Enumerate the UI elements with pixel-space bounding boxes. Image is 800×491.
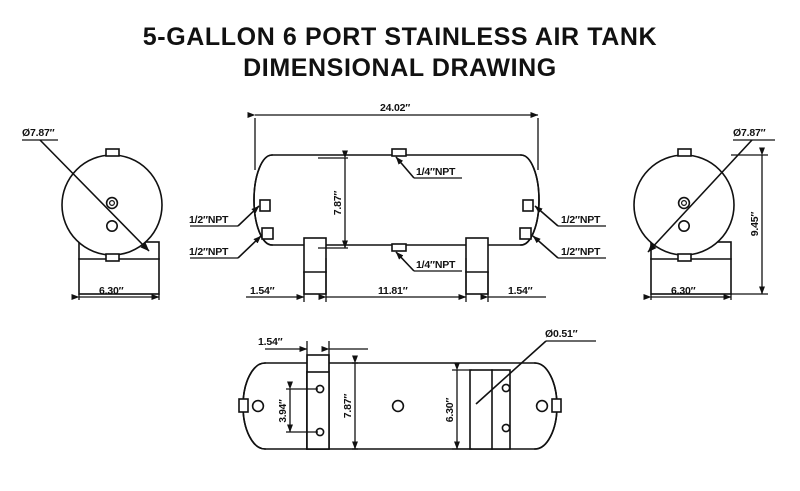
right-end-view-diameter-leader [647, 139, 775, 253]
front-elevation-view: 24.02″ 1/4″NPT [189, 102, 606, 302]
bottom-view-bolt-spacing-dim [286, 381, 318, 433]
bottom-view-right-bracket [469, 369, 511, 450]
front-view-overall-length-dim [247, 112, 539, 170]
left-end-view-lower-port [106, 220, 119, 233]
bottom-view-bracket-length-label: 6.30″ [444, 398, 456, 423]
bottom-view-right-end-port [535, 398, 562, 413]
bottom-view-bolt-spacing-label: 3.94″ [278, 399, 289, 423]
left-end-view-center-port [105, 196, 119, 210]
bottom-plan-view: 1.54″ 3.94″ 7.87″ 6.30″ [238, 328, 596, 450]
front-view-tank-height-label: 7.87″ [332, 191, 344, 216]
front-view-bottom-port-leader [395, 251, 462, 272]
right-end-view-overall-height-dim [731, 147, 768, 295]
front-view-foot-span-label: 11.81″ [378, 285, 408, 297]
left-end-view: Ø7.87″ 6.30″ [22, 127, 163, 300]
right-end-view-diameter-label: Ø7.87″ [733, 127, 766, 139]
right-end-view-top-port-tab [677, 148, 692, 157]
right-end-view: Ø7.87″ 9.45″ 6.30″ [633, 127, 775, 300]
front-view-right-upper-port-label: 1/2″NPT [561, 214, 601, 226]
front-view-right-lower-port [519, 227, 532, 240]
front-view-left-lower-port [261, 227, 274, 240]
bottom-view-bracket-offset-label: 1.54″ [258, 336, 283, 348]
right-end-view-center-port [677, 196, 691, 210]
bottom-view-bracket-offset-dim [265, 341, 368, 372]
right-end-view-overall-height-label: 9.45″ [749, 212, 761, 237]
front-view-left-upper-port [259, 199, 271, 212]
front-view-right-lower-port-leader [532, 235, 606, 259]
left-end-view-diameter-leader [22, 139, 150, 252]
title-line-2: DIMENSIONAL DRAWING [243, 54, 557, 82]
left-end-view-top-port-tab [105, 148, 120, 157]
front-view-left-foot [303, 237, 327, 295]
front-view-foot-right-label: 1.54″ [508, 285, 533, 297]
left-end-view-diameter-label: Ø7.87″ [22, 127, 55, 139]
front-view-top-port-label: 1/4″NPT [416, 166, 456, 178]
bottom-view-bracket-length-dim [452, 362, 472, 450]
bottom-view-center-port [391, 399, 405, 413]
front-view-top-port [391, 148, 407, 157]
left-end-view-base-width-label: 6.30″ [99, 285, 124, 297]
front-view-right-upper-port-leader [534, 205, 606, 227]
bottom-view-bolt-hole-label: Ø0.51″ [545, 328, 578, 340]
title-line-1: 5-GALLON 6 PORT STAINLESS AIR TANK [142, 23, 658, 51]
front-view-bottom-port [391, 243, 407, 252]
left-end-view-base-width-dim [71, 294, 160, 300]
front-view-tank-height-dim [318, 150, 348, 249]
front-view-top-port-leader [395, 156, 462, 179]
front-view-bottom-port-label: 1/4″NPT [416, 259, 456, 271]
bottom-view-left-bracket [306, 354, 330, 450]
right-end-view-lower-port [677, 220, 690, 233]
front-view-tank-body [253, 154, 540, 246]
bottom-view-tank-width-dim [352, 355, 358, 450]
front-view-bottom-dim-chain [246, 258, 546, 302]
right-end-view-base-width-dim [643, 294, 732, 300]
left-end-view-bottom-port-tab [105, 253, 120, 262]
bottom-view-bolt-hole-leader [475, 340, 596, 405]
drawing-title-block: 5-GALLON 6 PORT STAINLESS AIR TANK DIMEN… [0, 22, 800, 84]
front-view-overall-length-label: 24.02″ [380, 102, 410, 114]
right-end-view-base-width-label: 6.30″ [671, 285, 696, 297]
front-view-left-upper-port-label: 1/2″NPT [189, 214, 229, 226]
front-view-right-upper-port [522, 199, 534, 212]
right-end-view-bottom-port-tab [677, 253, 692, 262]
front-view-right-lower-port-label: 1/2″NPT [561, 246, 601, 258]
bottom-view-left-end-port [238, 398, 265, 413]
front-view-foot-left-label: 1.54″ [250, 285, 275, 297]
front-view-left-lower-port-leader [190, 235, 262, 259]
front-view-left-lower-port-label: 1/2″NPT [189, 246, 229, 258]
bottom-view-tank-width-label: 7.87″ [342, 394, 354, 419]
front-view-left-upper-port-leader [190, 205, 260, 227]
front-view-right-foot [465, 237, 489, 295]
